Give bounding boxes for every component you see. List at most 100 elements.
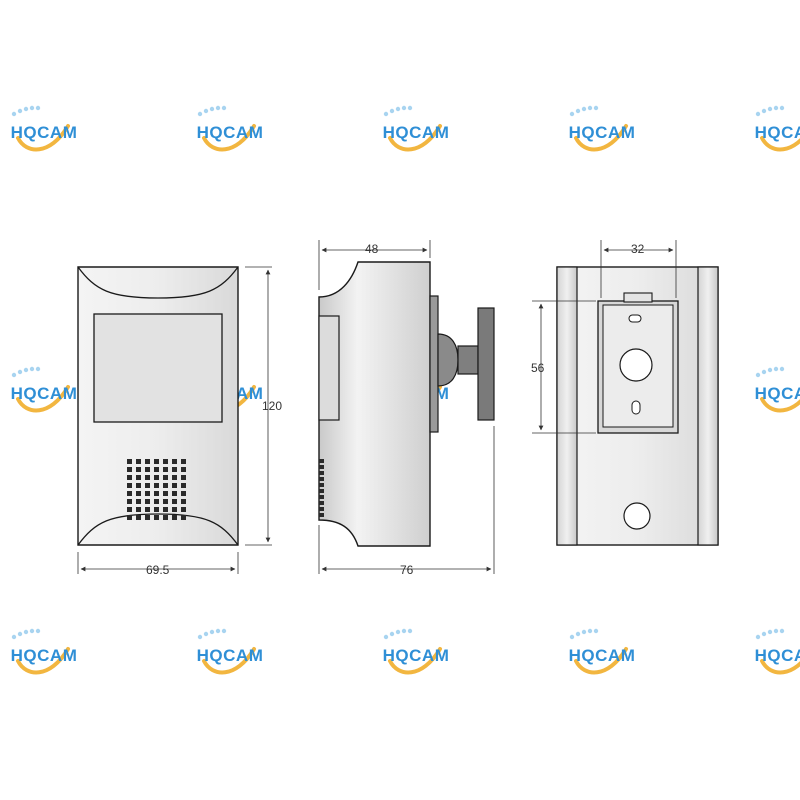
watermark-dot — [779, 105, 785, 111]
grille-hole — [181, 515, 186, 520]
watermark-swoosh — [574, 647, 628, 675]
watermark-dot — [773, 628, 779, 634]
watermark-dot — [389, 631, 395, 637]
grille-hole — [145, 507, 150, 512]
grille-hole — [145, 467, 150, 472]
vent-slot — [319, 459, 324, 463]
grille-hole — [163, 507, 168, 512]
hqcam-watermark: HQCAM — [383, 628, 449, 675]
watermark-text: HQCAM — [197, 646, 264, 665]
watermark-dot — [11, 111, 17, 117]
grille-hole — [181, 459, 186, 464]
watermark-text: HQCAM — [755, 123, 800, 142]
watermark-dot — [773, 366, 779, 372]
grille-hole — [181, 475, 186, 480]
front-window — [93, 313, 223, 423]
watermark-dot — [203, 108, 209, 114]
speaker-grille — [127, 459, 186, 520]
hqcam-watermark: HQCAM — [755, 628, 800, 675]
grille-hole — [145, 483, 150, 488]
watermark-text: HQCAM — [755, 646, 800, 665]
watermark-dot — [11, 372, 17, 378]
grille-hole — [154, 467, 159, 472]
watermark-dot — [389, 108, 395, 114]
grille-hole — [136, 499, 141, 504]
grille-hole — [127, 499, 132, 504]
watermark-dot — [407, 628, 413, 634]
hqcam-watermark: HQCAM — [197, 628, 264, 675]
watermark-swoosh — [760, 136, 800, 152]
grille-hole — [154, 507, 159, 512]
hqcam-watermark: HQCAM — [755, 105, 800, 152]
watermark-text: HQCAM — [569, 123, 636, 142]
grille-hole — [154, 483, 159, 488]
watermark-dot — [35, 628, 41, 634]
watermark-dot — [587, 105, 593, 111]
watermark-dot — [11, 634, 17, 640]
grille-hole — [136, 491, 141, 496]
watermark-dot — [221, 105, 227, 111]
grille-hole — [172, 515, 177, 520]
watermark-dot — [761, 108, 767, 114]
grille-hole — [181, 499, 186, 504]
grille-hole — [136, 483, 141, 488]
bracket-hole — [619, 348, 653, 382]
vent-slot — [319, 489, 324, 493]
grille-hole — [181, 491, 186, 496]
hqcam-watermark: HQCAM — [11, 366, 77, 413]
grille-hole — [136, 475, 141, 480]
grille-hole — [127, 467, 132, 472]
hqcam-watermark: HQCAM — [197, 105, 263, 152]
watermark-dot — [779, 366, 785, 372]
watermark-swoosh — [16, 124, 70, 152]
watermark-text: HQCAM — [569, 646, 636, 665]
watermark-dot — [29, 628, 35, 634]
watermark-dot — [761, 369, 767, 375]
grille-hole — [163, 491, 168, 496]
back-dimensions: 32 56 — [531, 240, 677, 434]
grille-hole — [136, 507, 141, 512]
watermark-dot — [29, 105, 35, 111]
watermark-text: HQCAM — [755, 384, 800, 403]
watermark-dot — [401, 628, 407, 634]
vent-slot — [319, 507, 324, 511]
bracket-tab — [623, 292, 653, 303]
watermark-text: HQCAM — [11, 123, 78, 142]
watermark-dot — [23, 367, 29, 373]
side-vents — [319, 459, 324, 517]
watermark-dot — [209, 629, 215, 635]
watermark-dot — [755, 372, 761, 378]
watermark-dot — [779, 628, 785, 634]
watermark-dot — [203, 631, 209, 637]
vent-slot — [319, 477, 324, 481]
watermark-dot — [767, 106, 773, 112]
vent-slot — [319, 495, 324, 499]
watermark-text: HQCAM — [383, 123, 450, 142]
watermark-dot — [221, 628, 227, 634]
mount-ball — [437, 333, 459, 387]
side-depth-top-label: 48 — [365, 242, 379, 256]
grille-hole — [127, 483, 132, 488]
watermark-dot — [23, 629, 29, 635]
watermark-dot — [407, 105, 413, 111]
watermark-dot — [29, 366, 35, 372]
vent-slot — [319, 465, 324, 469]
watermark-dot — [197, 634, 203, 640]
grille-hole — [127, 491, 132, 496]
grille-hole — [172, 499, 177, 504]
back-view — [556, 266, 719, 546]
side-window-edge — [318, 315, 340, 421]
grille-hole — [145, 515, 150, 520]
grille-hole — [181, 483, 186, 488]
front-bottom-curve — [77, 513, 239, 546]
grille-hole — [136, 515, 141, 520]
watermark-dot — [17, 369, 23, 375]
watermark-dot — [383, 634, 389, 640]
watermark-dot — [773, 105, 779, 111]
hqcam-watermark: HQCAM — [383, 105, 450, 152]
back-left-rail — [556, 266, 578, 546]
grille-hole — [172, 467, 177, 472]
grille-hole — [154, 491, 159, 496]
grille-hole — [127, 459, 132, 464]
